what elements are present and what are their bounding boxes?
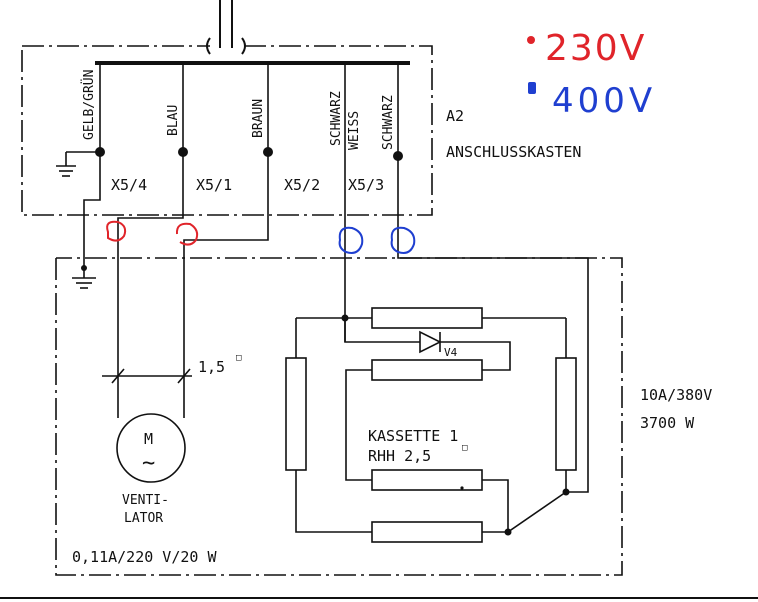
wire-label-blau: BLAU bbox=[166, 105, 181, 136]
rhh-degree: □ bbox=[462, 443, 468, 453]
diode-label: V4 bbox=[444, 346, 458, 359]
fan-motor bbox=[102, 368, 192, 483]
blue-voltage-label: 400V bbox=[552, 81, 656, 121]
junction-dot bbox=[460, 486, 464, 490]
blue-circle-mark bbox=[338, 226, 364, 254]
heater-power: 3700 W bbox=[640, 414, 695, 432]
fan-label-line1: VENTI- bbox=[122, 493, 169, 508]
blue-annotation-marks bbox=[338, 226, 416, 254]
ground-symbol-box bbox=[56, 151, 100, 177]
resistor-top bbox=[371, 307, 483, 329]
wire-label-schwarz-1: SCHWARZ bbox=[329, 91, 344, 146]
rhh-label: RHH 2,5 bbox=[368, 447, 431, 465]
resistor-mid bbox=[371, 359, 483, 381]
red-circle-mark bbox=[106, 220, 127, 242]
wire-label-schwarz-2: SCHWARZ bbox=[381, 95, 396, 150]
diode-symbol bbox=[419, 330, 442, 354]
fan-wire-degree: □ bbox=[236, 353, 242, 363]
wire-drops bbox=[99, 63, 399, 152]
terminal-label-x5-1: X5/1 bbox=[196, 176, 232, 194]
junction-dot bbox=[504, 528, 512, 536]
blue-circle-mark bbox=[390, 226, 416, 254]
terminal-label-x5-4: X5/4 bbox=[111, 176, 147, 194]
fan-symbol: M bbox=[144, 430, 153, 448]
terminal-label-x5-2: X5/2 bbox=[284, 176, 320, 194]
red-bullet bbox=[527, 36, 535, 44]
incoming-cable bbox=[206, 0, 246, 55]
heater-network bbox=[285, 307, 577, 543]
fan-tilde: ~ bbox=[142, 451, 155, 476]
box-name-label: ANSCHLUSSKASTEN bbox=[446, 143, 581, 161]
junction-dot bbox=[562, 488, 570, 496]
terminal-label-x5-3: X5/3 bbox=[348, 176, 384, 194]
wire-label-weiss: WEISS bbox=[347, 111, 362, 150]
resistor-right bbox=[555, 357, 577, 471]
heater-current-voltage: 10A/380V bbox=[640, 386, 712, 404]
resistor-bottom bbox=[371, 521, 483, 543]
blue-bullet bbox=[528, 82, 536, 94]
red-circle-mark bbox=[175, 222, 199, 246]
red-voltage-label: 230V bbox=[545, 28, 646, 69]
fan-wire-section: 1,5 bbox=[198, 358, 225, 376]
fan-label-line2: LATOR bbox=[124, 511, 163, 526]
wire-label-braun: BRAUN bbox=[251, 99, 266, 138]
outgoing-wires bbox=[83, 152, 589, 493]
junction-box-border bbox=[21, 45, 433, 216]
ground-symbol-device bbox=[72, 268, 96, 289]
red-annotation-marks bbox=[106, 220, 199, 246]
box-id-label: A2 bbox=[446, 107, 464, 125]
device-box-border bbox=[55, 257, 623, 576]
ground-junction-dot bbox=[81, 265, 87, 271]
resistor-left bbox=[285, 357, 307, 471]
wire-label-gelb-gruen: GELB/GRÜN bbox=[80, 70, 97, 140]
cassette-label: KASSETTE 1 bbox=[368, 427, 458, 445]
resistor-lower bbox=[371, 469, 483, 491]
fan-rating: 0,11A/220 V/20 W bbox=[72, 548, 217, 566]
